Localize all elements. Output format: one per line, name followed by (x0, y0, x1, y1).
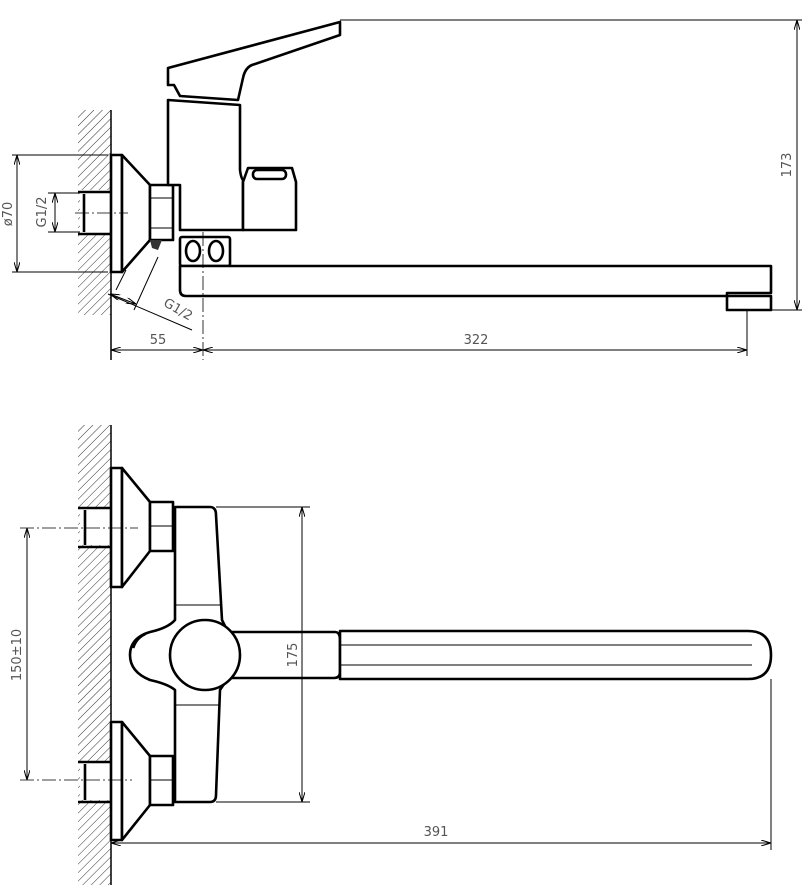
outlet-thread (150, 240, 162, 250)
nut (148, 183, 175, 242)
dim-inlet-spacing: 150±10 (10, 528, 27, 780)
dim-flange-diameter: ø70 (1, 154, 108, 273)
lower-flange (109, 720, 124, 842)
wall-hatch-2 (78, 425, 111, 885)
lower-inlet-pipe (78, 760, 111, 804)
dim-55-label: 55 (150, 333, 167, 348)
spout-top (338, 629, 773, 681)
dim-height-label: 173 (780, 153, 795, 178)
dim-322-label: 322 (464, 333, 489, 348)
dim-horizontal: 55 322 (111, 310, 748, 356)
handle-hub (168, 618, 242, 692)
lever-handle (166, 20, 342, 102)
top-view: 175 150±10 391 (10, 425, 773, 885)
dim-diameter-label: ø70 (1, 202, 16, 227)
dim-391-label: 391 (424, 825, 449, 840)
dim-175-label: 175 (286, 643, 301, 668)
upper-flange (109, 466, 124, 589)
flange-cone (120, 153, 152, 274)
dim-inlet-thread-label: G1/2 (35, 197, 50, 228)
spout (178, 264, 773, 298)
diverter-box (241, 166, 298, 232)
dim-inlet-thread: G1/2 (35, 192, 80, 233)
dim-150-label: 150±10 (10, 629, 25, 681)
upper-inlet-pipe (78, 506, 111, 549)
dim-total-reach: 391 (111, 679, 772, 850)
wall-flange (109, 153, 124, 274)
side-view: 173 55 322 ø70 G1/2 G1/2 (1, 19, 802, 360)
dim-height: 173 (340, 19, 802, 311)
aerator (725, 294, 773, 312)
dim-outlet-thread-label: G1/2 (161, 296, 195, 324)
mixer-body (166, 98, 245, 232)
dim-body-height: 175 (216, 506, 310, 803)
